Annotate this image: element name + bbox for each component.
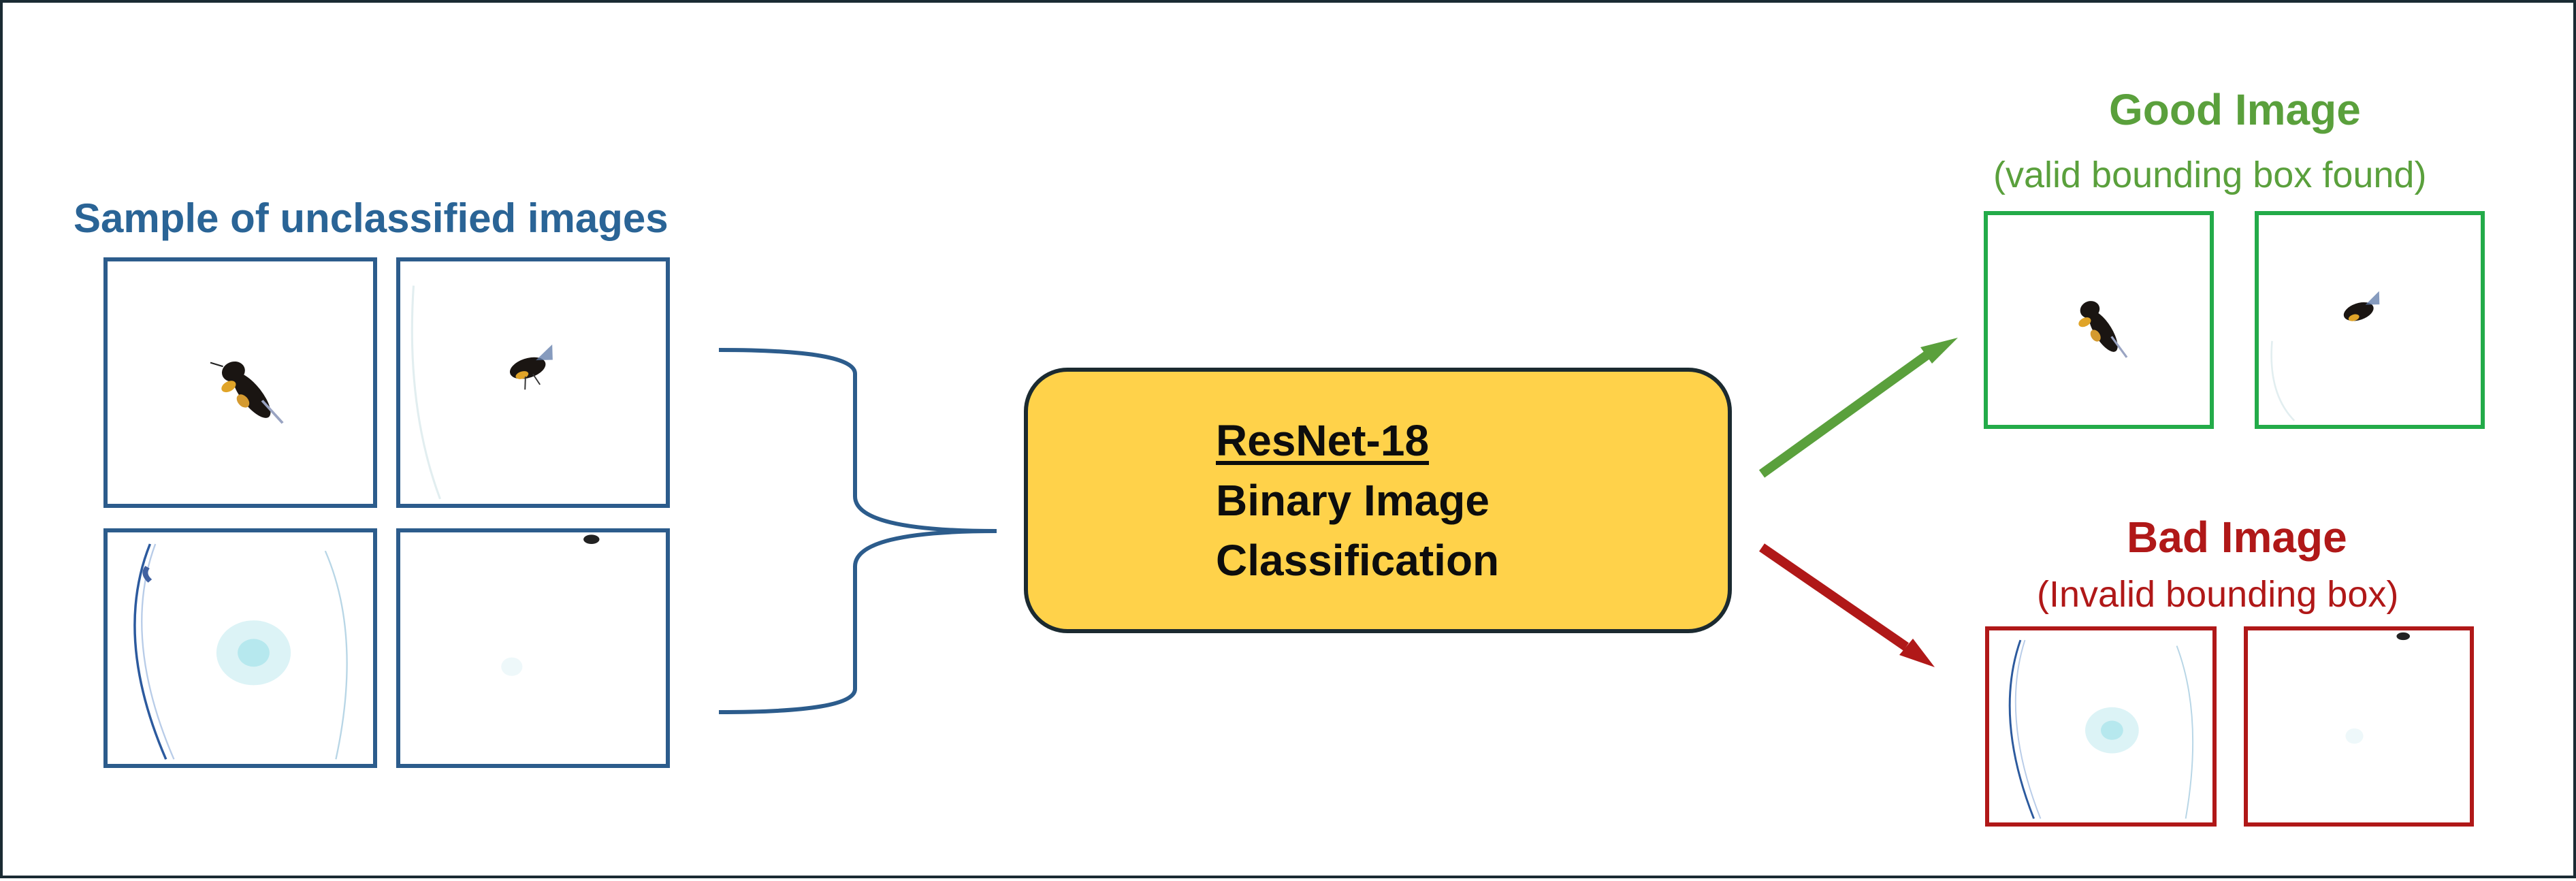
good-image-subtitle: (valid bounding box found) <box>1993 155 2427 195</box>
classifier-task-line-2: Classification <box>1216 536 1500 585</box>
good-image-insect-1 <box>1984 211 2214 429</box>
bad-image-subtitle: (Invalid bounding box) <box>2037 574 2399 615</box>
resnet-classifier-box: ResNet-18 Binary Image Classification <box>1024 368 1732 633</box>
classifier-model: ResNet-18 <box>1216 416 1430 465</box>
sample-image-insect-1 <box>103 257 377 508</box>
sample-image-insect-2 <box>396 257 670 508</box>
sample-image-blank-lens <box>103 528 377 768</box>
bad-image-title: Bad Image <box>2127 513 2347 562</box>
input-brace <box>718 348 997 714</box>
good-arrow-head <box>1920 338 1958 364</box>
good-image-insect-2 <box>2255 211 2485 429</box>
bad-arrow-head <box>1899 639 1935 667</box>
good-arrow-shaft <box>1758 351 1930 478</box>
bad-arrow-shaft <box>1759 543 1909 651</box>
bad-image-dark-spot <box>2244 626 2474 827</box>
bad-image-blank-lens <box>1985 626 2217 827</box>
connector-layer <box>718 338 1958 714</box>
classifier-task-line-1: Binary Image <box>1216 476 1490 525</box>
sample-title: Sample of unclassified images <box>74 195 669 241</box>
sample-image-dark-spot <box>396 528 670 768</box>
good-image-title: Good Image <box>2109 85 2361 134</box>
